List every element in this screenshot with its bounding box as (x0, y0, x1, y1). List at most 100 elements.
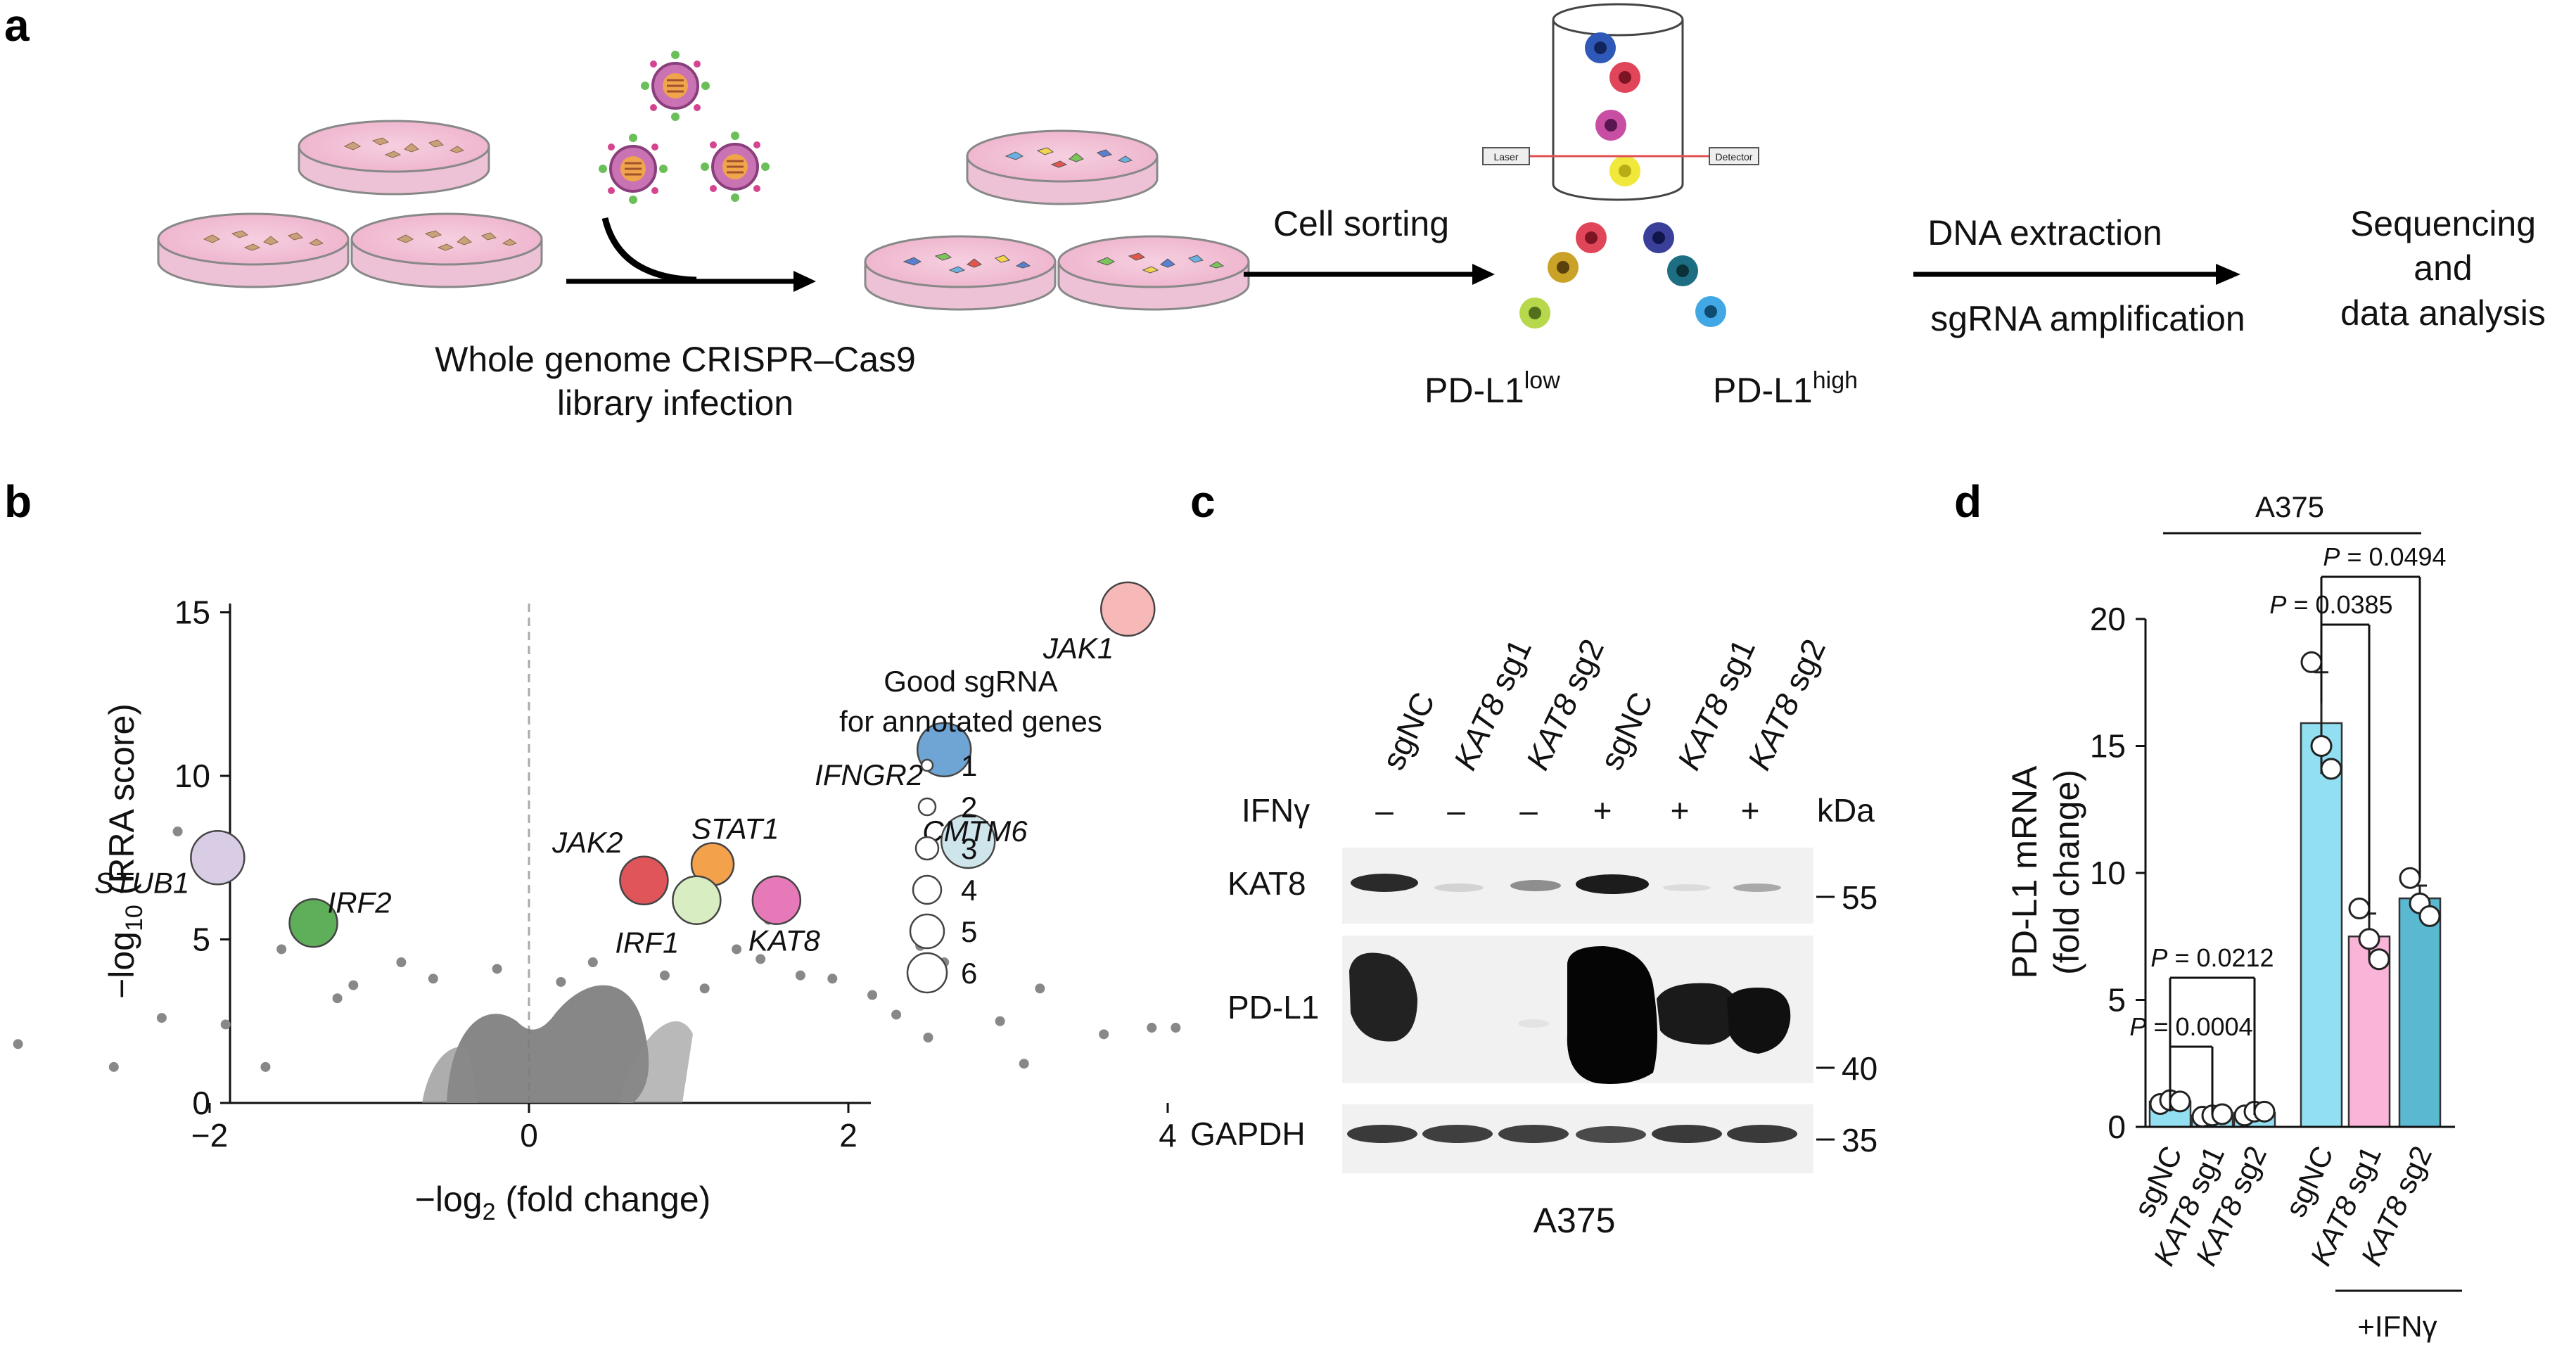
legend-size-label: 4 (961, 874, 977, 907)
panel-a: a (4, 0, 2546, 423)
pdl1-low-label: PD-L1low (1424, 367, 1560, 410)
legend-size-circle (912, 874, 943, 905)
y-tick-label: 0 (192, 1085, 210, 1121)
marker-55: 55 (1842, 879, 1877, 916)
legend-size-label: 3 (961, 832, 977, 865)
y-tick-label: 5 (192, 921, 210, 958)
legend-title-line2: for annotated genes (839, 705, 1102, 738)
background-point (260, 1061, 271, 1072)
blot-label-kat8: KAT8 (1228, 865, 1306, 902)
sorting-arrow (1244, 264, 1495, 285)
gene-label-stub1: STUB1 (94, 866, 189, 899)
virus-particle-icon (701, 132, 770, 202)
background-point (1035, 983, 1045, 994)
background-point (13, 1039, 23, 1049)
background-point (923, 1033, 933, 1042)
pdl1-high-label: PD-L1high (1713, 367, 1858, 410)
gene-label-kat8: KAT8 (748, 924, 821, 957)
background-point (1019, 1059, 1029, 1069)
infection-arrow (566, 217, 816, 292)
gene-point-jak2 (619, 855, 669, 906)
x-tick-label: −2 (191, 1117, 228, 1154)
p-value-label: P = 0.0212 (2150, 943, 2274, 972)
background-point (156, 1013, 167, 1023)
background-point (699, 983, 710, 994)
legend-size-circle (906, 952, 948, 994)
legend-size-label: 5 (961, 915, 977, 948)
ifn-sign: + (1741, 792, 1760, 829)
virus-particle-icon (599, 134, 668, 204)
gene-label-ifngr2: IFNGR2 (815, 758, 923, 791)
bar (2300, 722, 2343, 1128)
background-point (995, 1016, 1005, 1026)
marker-40: 40 (1842, 1050, 1877, 1087)
bar (2398, 897, 2442, 1128)
gene-point-irf2 (288, 898, 338, 948)
blot-label-gapdh: GAPDH (1190, 1116, 1306, 1152)
x-axis-label: −log2 (fold change) (415, 1180, 711, 1225)
replicate-point (2211, 1103, 2233, 1125)
ifn-sign: – (1375, 792, 1394, 829)
blot-gapdh (1342, 1104, 1813, 1173)
background-point (108, 1061, 119, 1072)
replicate-point (2310, 735, 2333, 757)
background-point (732, 944, 742, 955)
replicate-point (2399, 867, 2421, 889)
x-tick-label: 2 (839, 1117, 857, 1154)
gene-label-cmtm6: CMTM6 (922, 815, 1028, 848)
flow-cytometer: Laser Detector (1482, 3, 1759, 201)
panel-letter-a: a (4, 0, 30, 51)
background-point (428, 974, 438, 984)
p-value-label: P = 0.0494 (2323, 542, 2446, 571)
lane-label: sgNC (1375, 687, 1442, 775)
bar-y-tick-label: 5 (2108, 982, 2126, 1019)
background-point (276, 944, 287, 955)
infected-dish-top (966, 129, 1159, 205)
replicate-point (2368, 948, 2390, 971)
step-infection-line2: library infection (557, 383, 793, 423)
legend-size-label: 6 (961, 957, 977, 990)
background-point (827, 974, 838, 984)
bar-y-tick-label: 15 (2090, 728, 2126, 765)
infected-dish-left (864, 235, 1057, 311)
y-axis-label: −log10 (RRA score) (102, 703, 148, 999)
ifn-sign: – (1447, 792, 1465, 829)
gene-label-irf1: IRF1 (615, 926, 679, 959)
panel-letter-b: b (4, 476, 32, 527)
virus-particle-icon (641, 51, 710, 121)
background-point (556, 976, 566, 987)
gene-label-jak1: JAK1 (1042, 632, 1114, 665)
p-value-label: P = 0.0004 (2129, 1012, 2252, 1041)
y-tick-label: 15 (174, 594, 210, 631)
gene-label-irf2: IRF2 (328, 886, 392, 919)
step-sgrna-amplification: sgRNA amplification (1930, 299, 2245, 338)
ifn-gamma-signs: –––+++ (1375, 792, 1759, 829)
blot-kat8 (1342, 848, 1813, 924)
step-infection-line1: Whole genome CRISPR–Cas9 (435, 340, 916, 379)
cell-line-label: A375 (1534, 1201, 1616, 1240)
gene-point-irf1 (672, 875, 722, 925)
treatment-label: +IFNγ (2357, 1310, 2437, 1343)
bar-y-label-line2: (fold change) (2047, 770, 2086, 975)
kda-label: kDa (1817, 792, 1875, 829)
replicate-point (2169, 1090, 2191, 1113)
background-point (891, 1009, 902, 1020)
background-point (795, 970, 805, 981)
background-point (659, 970, 670, 981)
background-point (1147, 1023, 1157, 1033)
panel-letter-c: c (1190, 476, 1216, 527)
background-point (396, 957, 407, 968)
legend-size-circle (920, 758, 934, 772)
cell-line-title: A375 (2255, 490, 2324, 523)
gene-point-jak1 (1100, 581, 1156, 637)
bar-y-tick-label: 20 (2090, 601, 2126, 637)
